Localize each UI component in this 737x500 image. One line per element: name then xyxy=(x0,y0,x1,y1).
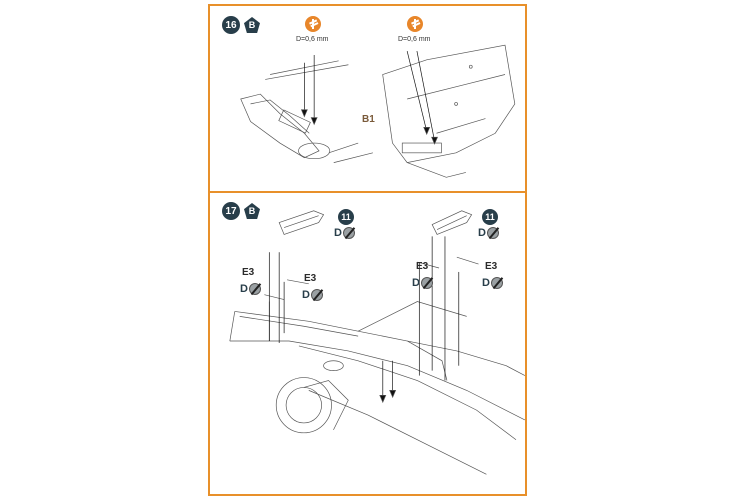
paint-ref: D xyxy=(482,277,503,289)
paint-prefix: D xyxy=(302,289,310,301)
paint-code-badge: 11 xyxy=(338,209,354,225)
step-number-badge: 16 xyxy=(222,16,240,34)
step-17-panel: 17 B 11 D 11 D E3 D E3 D E3 D E3 D xyxy=(208,191,527,496)
paint-prefix: D xyxy=(412,277,420,289)
step-number-badge: 17 xyxy=(222,202,240,220)
drill-icon xyxy=(407,16,423,32)
part-label-e3: E3 xyxy=(304,273,317,284)
part-label-b1: B1 xyxy=(362,114,375,125)
no-paint-icon xyxy=(490,277,503,289)
paint-ref: D xyxy=(412,277,433,289)
step-16-panel: 16 B D=0,6 mm D=0,6 mm B1 xyxy=(208,4,527,193)
paint-prefix: D xyxy=(240,283,248,295)
step-17-drawing xyxy=(229,210,525,475)
paint-prefix: D xyxy=(334,227,342,239)
paint-ref: D xyxy=(240,283,261,295)
paint-prefix: D xyxy=(482,277,490,289)
part-label-e3: E3 xyxy=(416,261,429,272)
part-label-e3: E3 xyxy=(485,261,498,272)
part-label-e3: E3 xyxy=(242,267,255,278)
no-paint-icon xyxy=(310,289,323,301)
drill-size-label: D=0,6 mm xyxy=(398,36,431,43)
no-paint-icon xyxy=(486,227,499,239)
paint-code-badge: 11 xyxy=(482,209,498,225)
side-tag-badge: B xyxy=(244,17,260,33)
no-paint-icon xyxy=(420,277,433,289)
drill-size-label: D=0,6 mm xyxy=(296,36,329,43)
side-tag-badge: B xyxy=(244,203,260,219)
drill-icon xyxy=(305,16,321,32)
paint-ref: D xyxy=(302,289,323,301)
no-paint-icon xyxy=(342,227,355,239)
paint-prefix: D xyxy=(478,227,486,239)
paint-ref: D xyxy=(478,227,499,239)
step-16-drawing xyxy=(240,44,516,178)
paint-ref: D xyxy=(334,227,355,239)
no-paint-icon xyxy=(248,283,261,295)
